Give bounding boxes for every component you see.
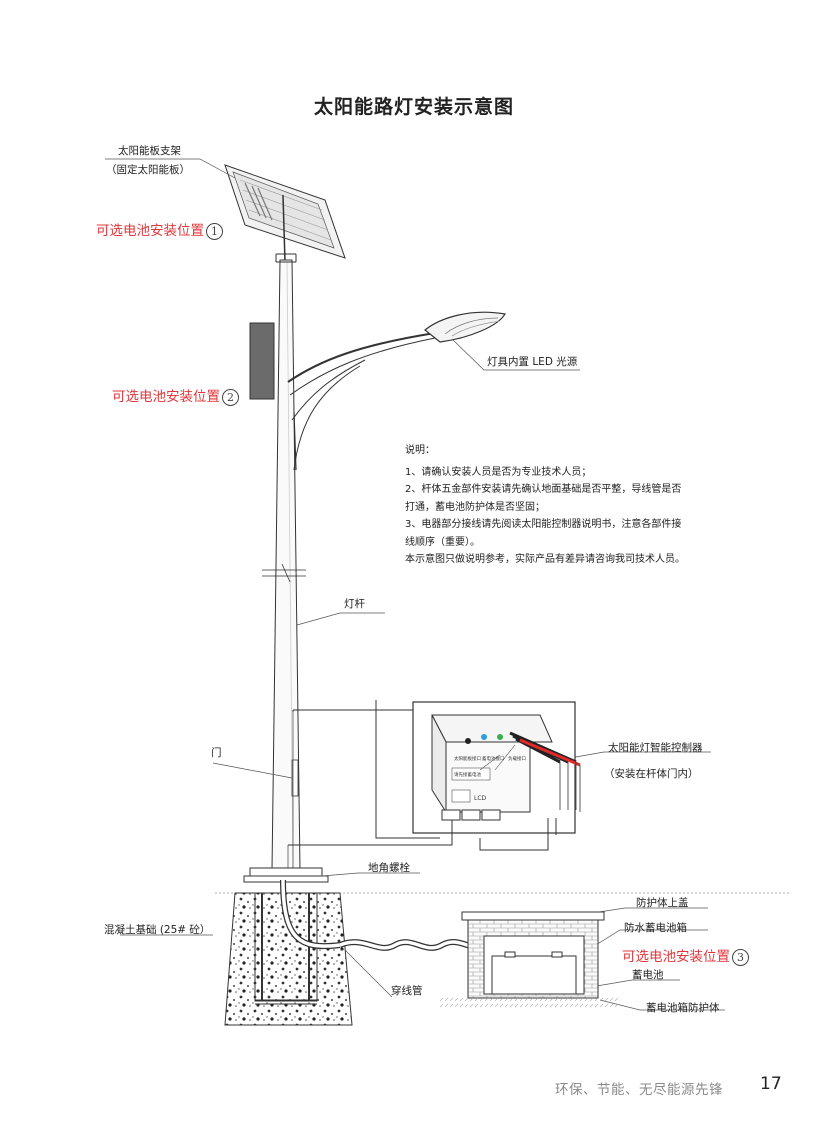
notes-line-1: 1、请确认安装人员是否为专业技术人员；: [405, 466, 592, 478]
lamp-arm: [287, 332, 436, 471]
battery-label: 蓄电池: [632, 969, 664, 981]
solar-panel: [224, 164, 346, 263]
concrete-foundation: [224, 879, 353, 1026]
page-title: 太阳能路灯安装示意图: [313, 96, 514, 118]
page-number: 17: [760, 1074, 782, 1094]
battery-position-2-label: 可选电池安装位置: [112, 389, 220, 405]
notes-line-3a: 3、电器部分接线请先阅读太阳能控制器说明书，注意各部件接: [405, 519, 682, 530]
controller-panel-text: 请先接蓄电池: [454, 771, 481, 778]
battery-housing: [249, 322, 275, 400]
pole-label: 灯杆: [344, 598, 365, 610]
notes-line-2b: 打通，蓄电池防护体是否坚固；: [405, 501, 545, 513]
panel-bracket-label: 太阳能板支架: [118, 145, 181, 157]
battery-shield-label: 蓄电池箱防护体: [646, 1002, 720, 1014]
concrete-label: 混凝土基础 (25# 砼）: [104, 924, 211, 936]
battery-box-label: 防水蓄电池箱: [624, 922, 687, 934]
anchor-bolt-label: 地角螺栓: [368, 862, 410, 874]
conduit-label: 穿线管: [391, 985, 423, 997]
controller-port-battery: 蓄电池接口: [482, 755, 505, 762]
controller-note: （安装在杆体门内）: [604, 768, 699, 780]
controller-label: 太阳能灯智能控制器: [608, 742, 703, 754]
battery-position-2-number: 2: [222, 389, 239, 406]
battery-position-1-label: 可选电池安装位置: [96, 223, 204, 239]
lamp-head: [424, 311, 506, 343]
cover-label: 防护体上盖: [636, 897, 689, 909]
leader-lines: [105, 158, 725, 1011]
panel-bracket-note: （固定太阳能板）: [106, 164, 190, 176]
notes-line-4: 本示意图只做说明参考，实际产品有差异请咨询我司技术人员。: [405, 554, 685, 565]
battery-position-1-number: 1: [206, 223, 223, 240]
battery-position-3-number: 3: [732, 949, 749, 966]
notes-heading: 说明：: [405, 445, 435, 456]
instructions: 说明： 1、请确认安装人员是否为专业技术人员； 2、杆体五金部件安装请先确认地面…: [405, 442, 685, 569]
footer-slogan: 环保、节能、无尽能源先锋: [555, 1082, 723, 1098]
controller-port-load: 负载接口: [508, 755, 526, 762]
controller-lcd: LCD: [474, 795, 487, 802]
battery-position-3-label: 可选电池安装位置: [622, 949, 730, 965]
battery-enclosure: [440, 911, 620, 1008]
notes-line-3b: 线顺序（重要）。: [405, 536, 480, 548]
controller-device: [431, 714, 581, 821]
lamp-label: 灯具内置 LED 光源: [487, 356, 578, 368]
door-label: 门: [211, 747, 222, 759]
notes-line-2a: 2、杆体五金部件安装请先确认地面基础是否平整，导线管是否: [405, 484, 682, 495]
controller-port-solar: 太阳能板接口: [454, 755, 481, 762]
lamp-pole: [243, 253, 329, 883]
